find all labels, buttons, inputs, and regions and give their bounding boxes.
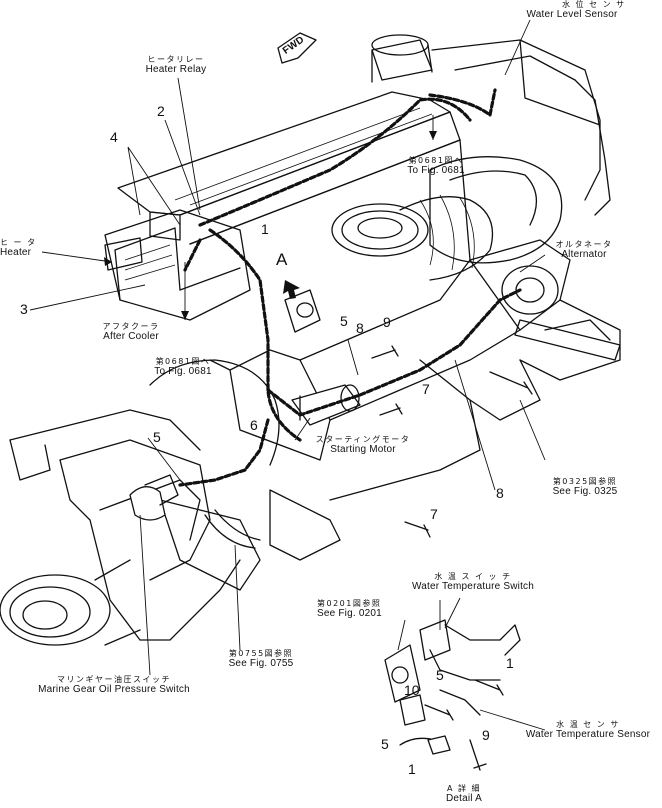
view-a-arrow	[283, 280, 300, 299]
callout-10: 10	[404, 682, 420, 698]
engine-block	[0, 34, 621, 646]
alternator-label: オルタネータ Alternator	[555, 240, 613, 260]
callout-5-detail-top: 5	[436, 667, 444, 683]
fig0681-left-label: 第0681図へ To Fig. 0681	[154, 357, 212, 377]
fwd-arrow	[277, 32, 317, 64]
heater-label: ヒ ー タ Heater	[0, 238, 37, 258]
callout-2: 2	[157, 103, 165, 119]
wiring-harness	[178, 88, 522, 549]
after-cooler-label: アフタクーラ After Cooler	[102, 322, 160, 342]
callout-1-top: 1	[261, 221, 269, 237]
water-level-sensor-label: 水 位 セ ン サ Water Level Sensor	[526, 0, 626, 20]
callout-4: 4	[110, 129, 118, 145]
callout-8-mid: 8	[356, 320, 364, 336]
callout-1-detail: 1	[506, 655, 514, 671]
leader-lines	[29, 19, 546, 731]
heater-relay-label: ヒータリレー Heater Relay	[145, 55, 207, 75]
view-a-label: A	[276, 250, 288, 269]
fig0325-label: 第0325図参照 See Fig. 0325	[552, 477, 618, 497]
marine-gear-oil-pressure-switch-label: マリンギヤー油圧スイッチ Marine Gear Oil Pressure Sw…	[38, 675, 190, 695]
fig0755-label: 第0755図参照 See Fig. 0755	[228, 649, 294, 669]
detail-a-drawing	[384, 619, 521, 771]
callout-3: 3	[20, 301, 28, 317]
callout-9-detail: 9	[482, 727, 490, 743]
water-temperature-sensor-label: 水 温 セ ン サ Water Temperature Sensor	[525, 720, 651, 740]
callout-7-low: 7	[430, 506, 438, 522]
callout-5-mid: 5	[340, 313, 348, 329]
callout-5-detail-low: 5	[381, 736, 389, 752]
callout-9-mid: 9	[383, 314, 391, 330]
detail-a-label: A 詳 細 Detail A	[445, 784, 483, 804]
fig0201-label: 第0201図参照 See Fig. 0201	[317, 599, 382, 619]
callout-5-left: 5	[153, 429, 161, 445]
callout-7-mid: 7	[422, 381, 430, 397]
water-temperature-switch-label: 水 温 ス イ ッ チ Water Temperature Switch	[411, 572, 535, 592]
callout-1-detail-low: 1	[408, 761, 416, 777]
starting-motor-label: スターティングモータ Starting Motor	[315, 435, 411, 455]
fig0681-top-label: 第0681図へ To Fig. 0681	[407, 156, 465, 176]
callout-6: 6	[250, 417, 258, 433]
callout-8-right: 8	[496, 485, 504, 501]
